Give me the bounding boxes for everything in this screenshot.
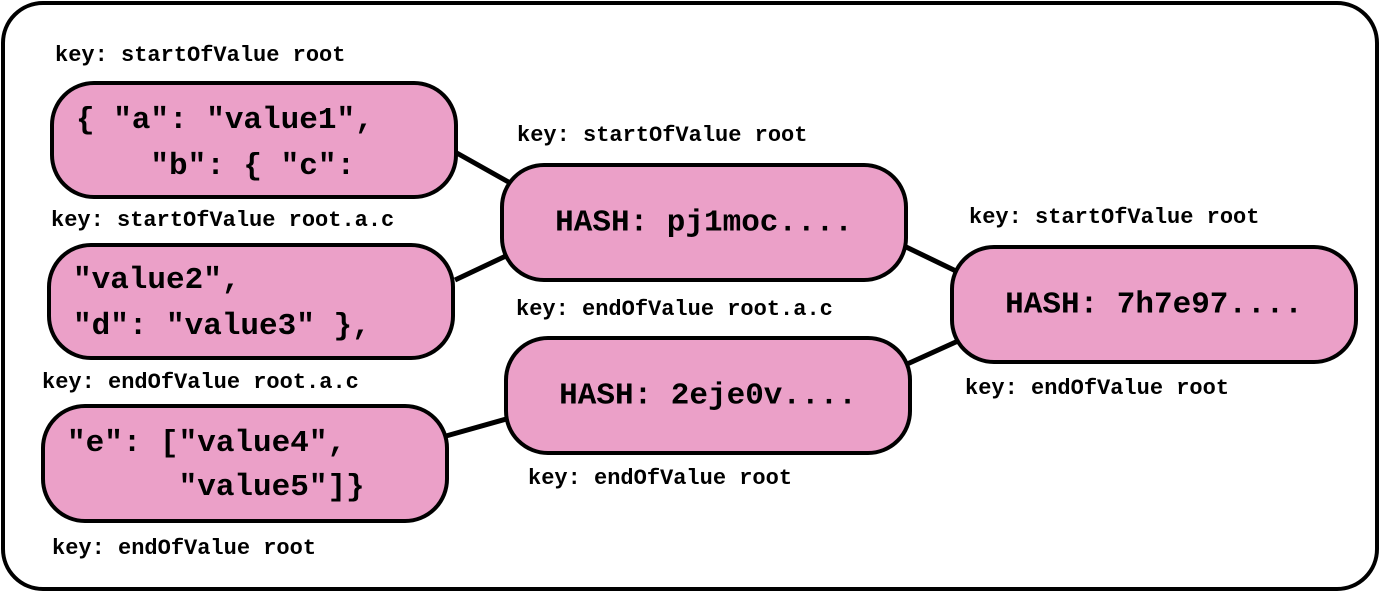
leaf2-line-1: "value2", — [73, 263, 241, 298]
root-key-end: key: endOfValue root — [965, 376, 1230, 401]
leaf3-line-2: "value5"]} — [67, 470, 365, 505]
leaf1-key-start: key: startOfValue root — [55, 43, 346, 68]
hash2-key-end: key: endOfValue root — [528, 466, 793, 491]
leaf-node-1: { "a": "value1", "b": { "c": — [50, 81, 458, 199]
leaf3-key-start: key: endOfValue root.a.c — [42, 370, 359, 395]
leaf2-key-start: key: startOfValue root.a.c — [51, 208, 395, 233]
leaf-node-3: "e": ["value4", "value5"]} — [41, 404, 449, 523]
hash2-label: HASH: 2eje0v.... — [559, 378, 857, 413]
hash-node-2eje0v: HASH: 2eje0v.... — [504, 336, 912, 455]
edge-hash1-root — [900, 242, 960, 275]
leaf-node-2: "value2", "d": "value3" }, — [47, 243, 455, 360]
root-key-start: key: startOfValue root — [969, 205, 1260, 230]
hash-node-pj1moc: HASH: pj1moc.... — [500, 163, 908, 282]
leaf3-line-1: "e": ["value4", — [67, 426, 347, 461]
hash1-key-end: key: endOfValue root.a.c — [516, 297, 833, 322]
root-hash-label: HASH: 7h7e97.... — [1005, 287, 1303, 322]
edge-hash2-root — [903, 338, 960, 368]
leaf1-line-1: { "a": "value1", — [76, 103, 374, 138]
hash-node-root-7h7e97: HASH: 7h7e97.... — [950, 245, 1358, 364]
hash1-key-start: key: startOfValue root — [517, 123, 808, 148]
edge-leaf3-hash2 — [445, 415, 511, 439]
leaf3-key-end: key: endOfValue root — [52, 536, 317, 561]
edge-leaf1-hash1 — [453, 149, 514, 187]
hash1-label: HASH: pj1moc.... — [555, 205, 853, 240]
leaf2-line-2: "d": "value3" }, — [73, 309, 371, 344]
leaf1-line-2: "b": { "c": — [76, 149, 356, 184]
edge-leaf2-hash1 — [453, 252, 510, 283]
